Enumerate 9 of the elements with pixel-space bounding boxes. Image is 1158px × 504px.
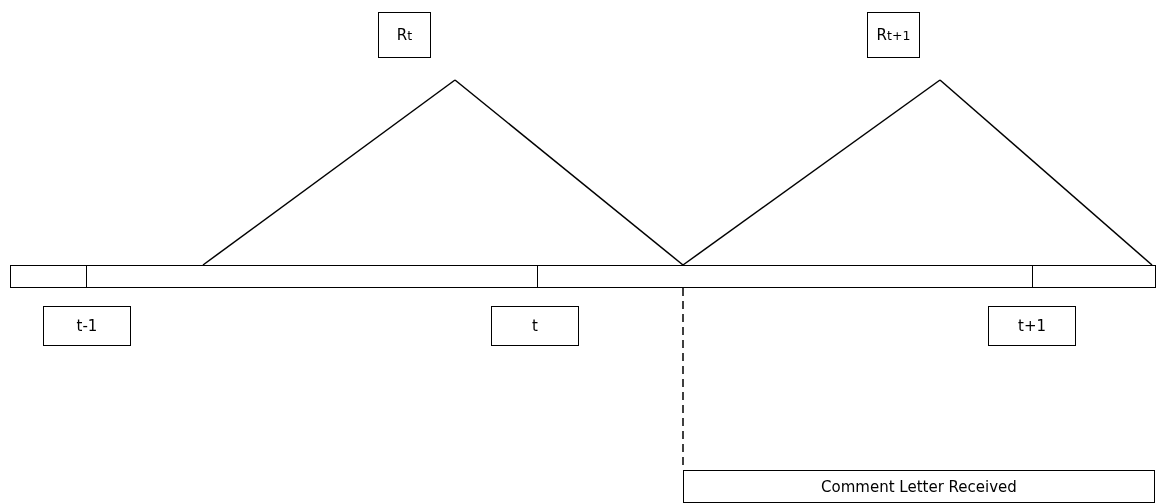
label-box: t-1 bbox=[43, 306, 131, 346]
connector-line bbox=[202, 79, 456, 266]
label-box: t bbox=[491, 306, 579, 346]
timeline-bar bbox=[10, 265, 1156, 288]
connector-line bbox=[682, 79, 941, 266]
connector-line bbox=[939, 79, 1153, 266]
connector-line bbox=[454, 79, 684, 266]
label-box: t+1 bbox=[988, 306, 1076, 346]
note-box: Comment Letter Received bbox=[683, 470, 1155, 503]
